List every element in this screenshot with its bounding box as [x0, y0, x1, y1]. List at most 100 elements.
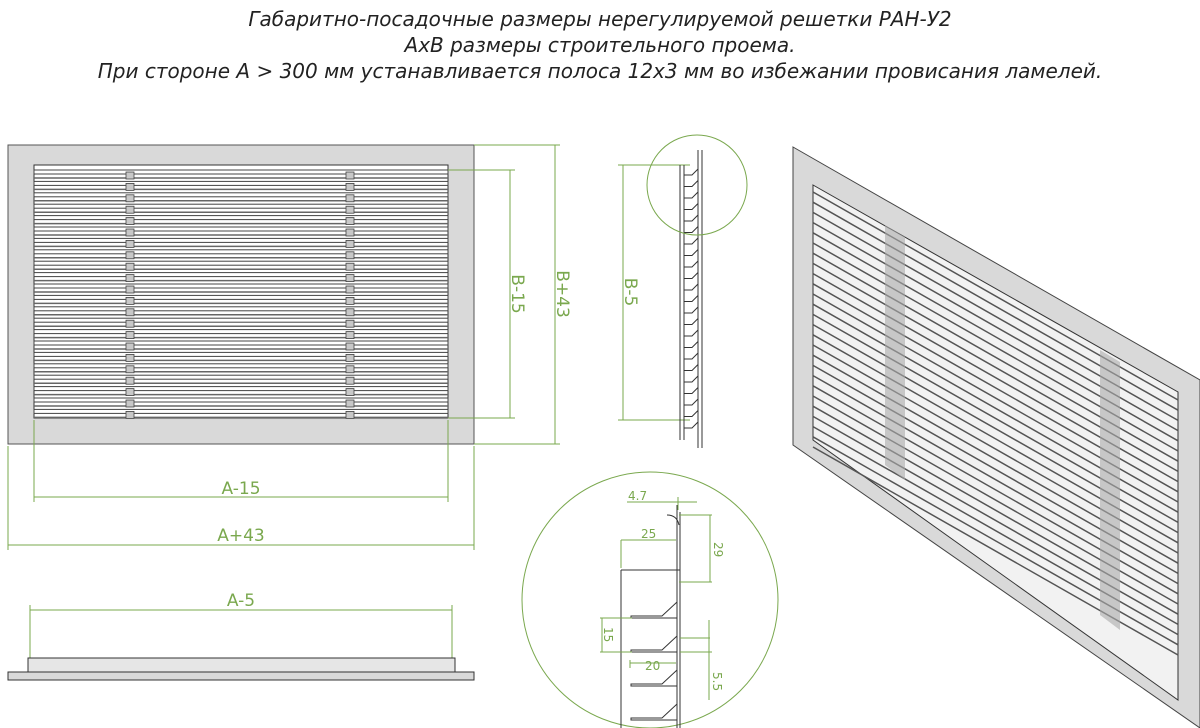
support-bar-segment	[345, 171, 355, 180]
support-bar-segment	[345, 205, 355, 214]
title-line-1: Габаритно-посадочные размеры нерегулируе…	[248, 7, 952, 31]
front-slats	[33, 169, 449, 419]
detail-marker-circle	[646, 134, 748, 236]
detail-fin	[630, 668, 678, 687]
support-bar-segment	[345, 182, 355, 191]
dim-a-minus-15: A-15	[221, 479, 260, 499]
slat	[33, 215, 449, 221]
support-bar-segment	[345, 262, 355, 271]
support-bar-segment	[345, 217, 355, 226]
detail-dim-20: 20	[645, 659, 660, 673]
slat	[33, 283, 449, 289]
side-fin	[684, 410, 699, 417]
slat	[33, 180, 449, 186]
side-fin	[684, 398, 699, 406]
side-fin	[684, 387, 699, 394]
dim-b-minus-5: B-5	[620, 278, 640, 307]
dim-b-minus-15: B-15	[507, 274, 527, 313]
support-bar-segment	[125, 251, 135, 260]
support-bar-segment	[125, 239, 135, 248]
side-fin	[684, 203, 699, 210]
detail-dim-15: 15	[601, 627, 615, 642]
support-bar-segment	[125, 205, 135, 214]
title-line-2: AxB размеры строительного проема.	[404, 33, 796, 57]
support-bar-segment	[345, 399, 355, 408]
side-fin	[684, 191, 699, 199]
side-fin	[684, 375, 699, 383]
side-fin	[684, 168, 699, 176]
bottom-view: A-5	[7, 591, 475, 681]
support-bar-segment	[345, 388, 355, 397]
slat	[33, 169, 449, 175]
support-bar-segment	[345, 319, 355, 328]
support-bar-segment	[345, 239, 355, 248]
slat	[33, 226, 449, 232]
support-bar-segment	[345, 376, 355, 385]
support-bar-segment	[125, 331, 135, 340]
support-bar-segment	[345, 365, 355, 374]
support-bar-segment	[125, 376, 135, 385]
side-fin	[684, 214, 699, 222]
slat	[33, 329, 449, 335]
support-bar-segment	[125, 217, 135, 226]
slat	[33, 272, 449, 278]
iso-support-bar	[885, 225, 905, 480]
support-bar-segment	[345, 331, 355, 340]
side-fin	[684, 318, 699, 325]
dim-a-plus-43: A+43	[217, 526, 265, 546]
support-bar-segment	[125, 388, 135, 397]
support-bar-segment	[345, 274, 355, 283]
detail-fin	[630, 600, 678, 619]
front-dimensions: B-15 B+43 A-15 A+43	[7, 144, 572, 550]
side-fin	[684, 249, 699, 256]
support-bar-segment	[125, 399, 135, 408]
slat	[33, 260, 449, 266]
support-bar-segment	[125, 365, 135, 374]
detail-fin	[630, 702, 678, 721]
dim-a-minus-5: A-5	[227, 591, 255, 611]
side-fin	[684, 295, 699, 302]
profile-detail: 4.7 25 29 15 20 5.5	[521, 471, 779, 728]
support-bar-segment	[345, 194, 355, 203]
side-fin	[684, 260, 699, 268]
slat	[33, 249, 449, 255]
support-bar-segment	[125, 228, 135, 237]
side-fin	[684, 272, 699, 279]
side-fin	[684, 237, 699, 245]
side-fin	[684, 329, 699, 337]
slat	[33, 203, 449, 209]
support-bar-segment	[125, 342, 135, 351]
detail-dim-5-5: 5.5	[710, 672, 724, 691]
slat	[33, 192, 449, 198]
slat	[33, 306, 449, 312]
support-bar-segment	[125, 274, 135, 283]
support-bar-segment	[345, 228, 355, 237]
slat	[33, 294, 449, 300]
support-bar-segment	[125, 319, 135, 328]
slat	[33, 374, 449, 380]
support-bar-segment	[125, 285, 135, 294]
side-fin	[684, 421, 699, 429]
support-bar-segment	[125, 262, 135, 271]
front-view	[7, 144, 475, 445]
side-view: B-5	[618, 134, 748, 448]
side-fin	[684, 306, 699, 314]
detail-dim-29: 29	[711, 542, 725, 557]
support-bar-segment	[125, 308, 135, 317]
support-bar-segment	[345, 342, 355, 351]
support-bar-segment	[125, 296, 135, 305]
support-bar-segment	[345, 251, 355, 260]
detail-dim-25: 25	[641, 527, 656, 541]
side-fin	[684, 283, 699, 291]
slat	[33, 351, 449, 357]
iso-support-bar	[1100, 350, 1120, 630]
side-fin	[684, 364, 699, 371]
support-bar-segment	[125, 182, 135, 191]
support-bar-segment	[345, 410, 355, 419]
detail-fin	[630, 634, 678, 653]
isometric-view	[792, 146, 1200, 728]
support-bar-segment	[345, 285, 355, 294]
slat	[33, 397, 449, 403]
side-fin	[684, 226, 699, 233]
slat	[33, 363, 449, 369]
